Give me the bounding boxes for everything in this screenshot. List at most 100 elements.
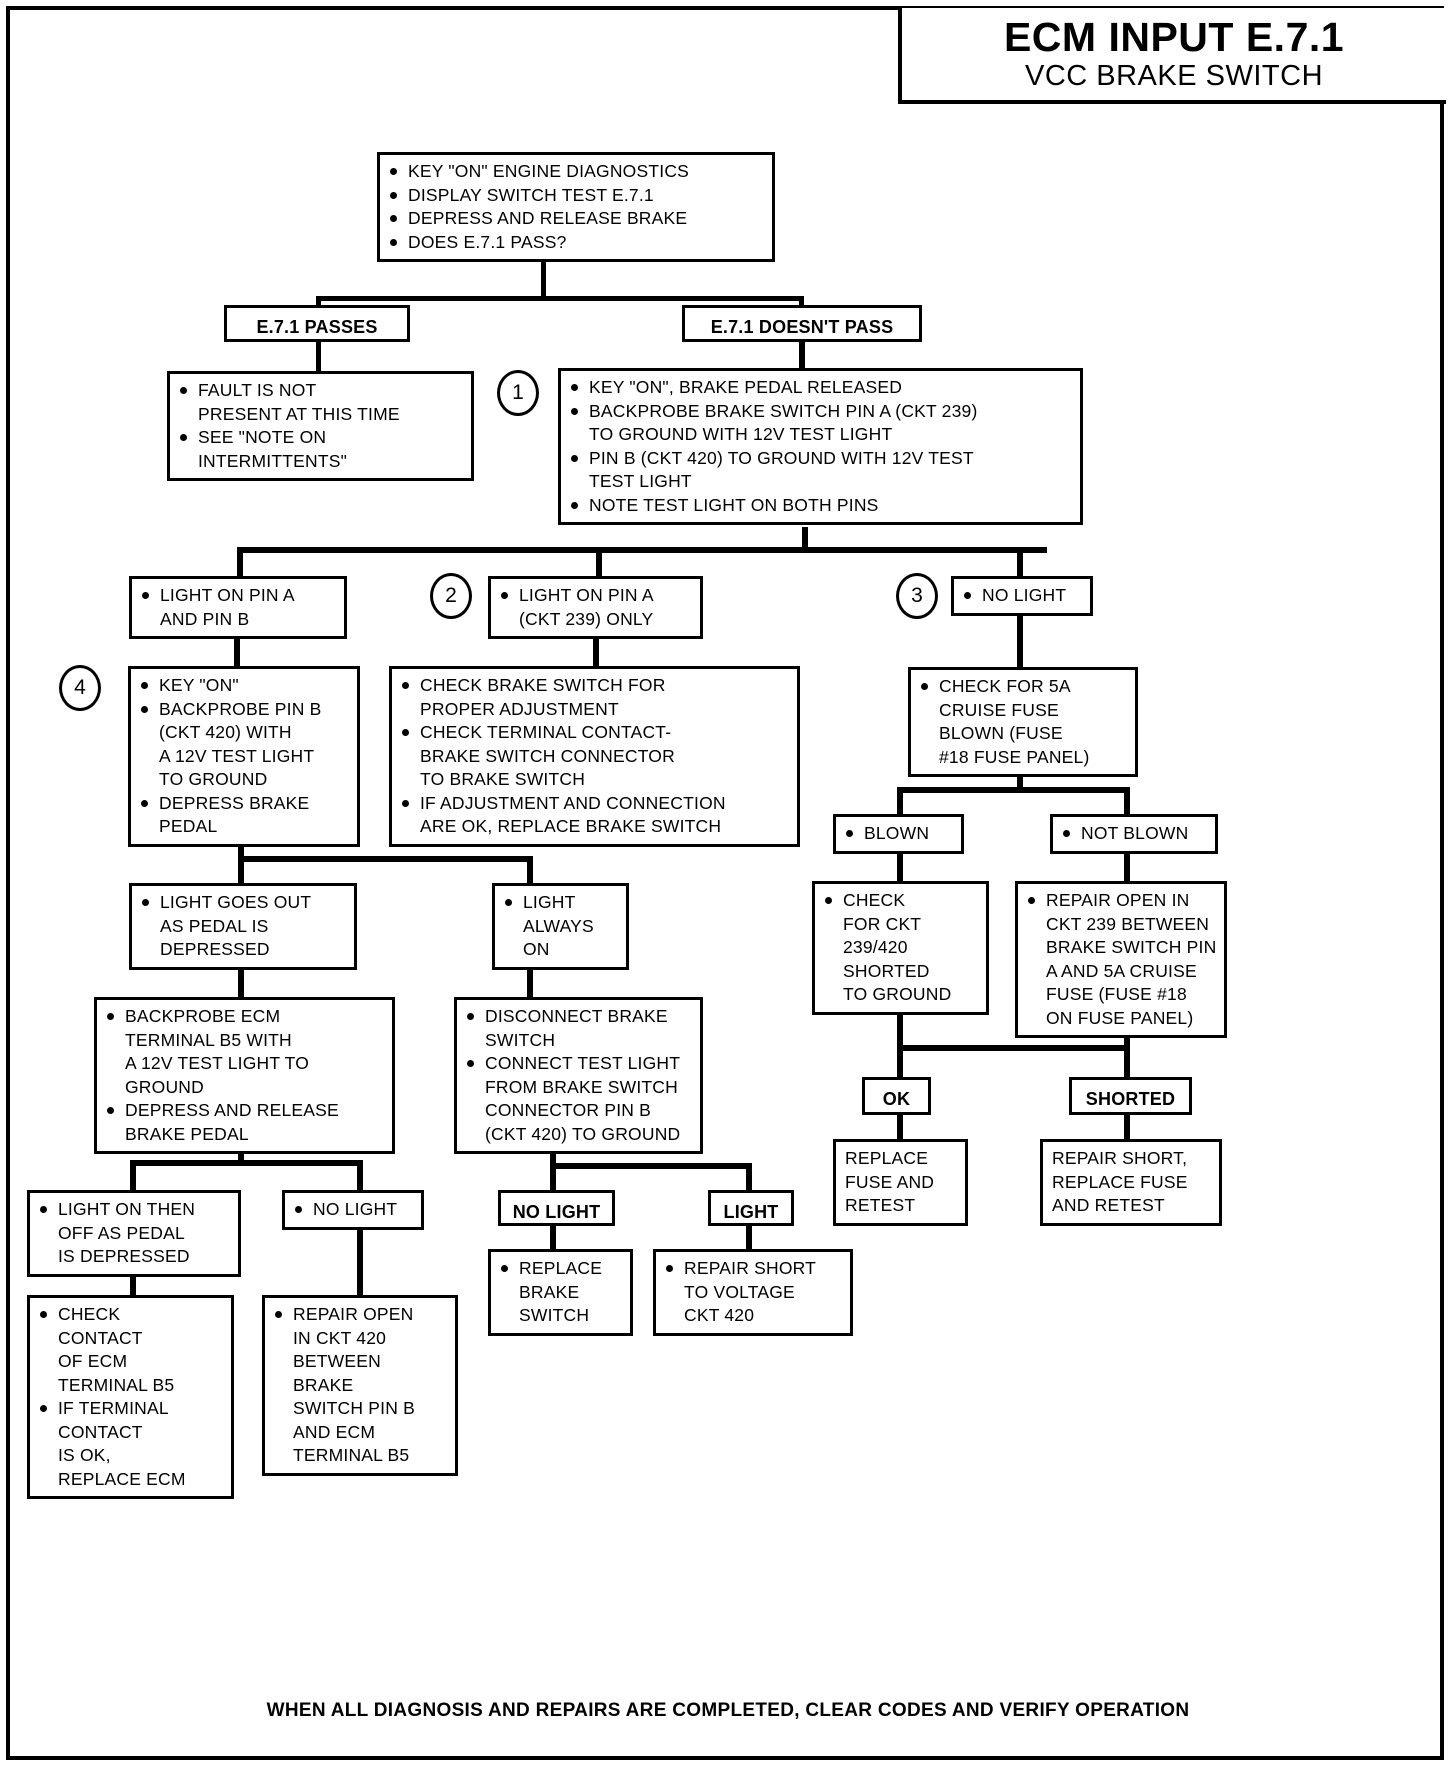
marker-1-label: 1: [512, 381, 524, 404]
node-repair-open-239: REPAIR OPEN IN CKT 239 BETWEEN BRAKE SWI…: [1015, 881, 1227, 1038]
connector-nolight-down: [1017, 612, 1023, 668]
node-backprobe-b5: BACKPROBE ECM TERMINAL B5 WITH A 12V TES…: [94, 997, 395, 1154]
marker-3: 3: [896, 573, 938, 619]
node-check-brake-switch-item-2: CHECK TERMINAL CONTACT- BRAKE SWITCH CON…: [401, 721, 790, 792]
marker-3-label: 3: [911, 584, 923, 607]
node-light-goes-out-item: LIGHT GOES OUT AS PEDAL IS DEPRESSED: [141, 891, 347, 962]
node-repair-short-retest: REPAIR SHORT, REPLACE FUSE AND RETEST: [1040, 1139, 1222, 1226]
node-repair-short-voltage: REPAIR SHORT TO VOLTAGE CKT 420: [653, 1249, 853, 1336]
node-replace-fuse-retest: REPLACE FUSE AND RETEST: [833, 1139, 968, 1226]
node-light-pin-a-and-b-item: LIGHT ON PIN A AND PIN B: [141, 584, 337, 631]
connector-blown-down: [897, 787, 903, 815]
node-light-pin-a-only: LIGHT ON PIN A (CKT 239) ONLY: [488, 576, 703, 639]
node-step4-item-3: DEPRESS BRAKE PEDAL: [140, 792, 350, 839]
node-step4-item-2: BACKPROBE PIN B (CKT 420) WITH A 12V TES…: [140, 698, 350, 792]
node-backprobe-b5-item-1: BACKPROBE ECM TERMINAL B5 WITH A 12V TES…: [106, 1005, 385, 1099]
node-light-on-then-off-item: LIGHT ON THEN OFF AS PEDAL IS DEPRESSED: [39, 1198, 231, 1269]
node-e71-passes-label: E.7.1 PASSES: [256, 317, 378, 337]
node-light-always-on: LIGHT ALWAYS ON: [492, 883, 629, 970]
connector-nolightb5-down: [357, 1160, 363, 1191]
node-light-always-on-item: LIGHT ALWAYS ON: [504, 891, 619, 962]
node-check-5a-fuse-item: CHECK FOR 5A CRUISE FUSE BLOWN (FUSE #18…: [920, 675, 1128, 769]
node-disconnect-switch-item-2: CONNECT TEST LIGHT FROM BRAKE SWITCH CON…: [466, 1052, 693, 1146]
node-step1-item-2: BACKPROBE BRAKE SWITCH PIN A (CKT 239) T…: [570, 400, 1073, 447]
node-check-brake-switch-item-3: IF ADJUSTMENT AND CONNECTION ARE OK, REP…: [401, 792, 790, 839]
node-no-light-420-label: NO LIGHT: [512, 1202, 601, 1222]
connector-start-down: [541, 262, 546, 300]
node-no-light-3-item: NO LIGHT: [963, 584, 1083, 608]
node-repair-short-retest-text: REPAIR SHORT, REPLACE FUSE AND RETEST: [1052, 1148, 1188, 1215]
connector-lighton-down: [130, 1160, 136, 1191]
node-e71-doesnt-pass-label: E.7.1 DOESN'T PASS: [710, 317, 894, 337]
connector-shortedbox-down2: [1124, 1113, 1130, 1140]
node-check-shorted-item: CHECK FOR CKT 239/420 SHORTED TO GROUND: [824, 889, 979, 1007]
page-border: [6, 6, 1444, 1760]
connector-lightab-down: [234, 631, 240, 666]
connector-split3-mid: [596, 547, 602, 578]
node-e71-passes: E.7.1 PASSES: [224, 305, 410, 342]
connector-lighton-down2: [130, 1262, 136, 1296]
node-step1-item-1: KEY "ON", BRAKE PEDAL RELEASED: [570, 376, 1073, 400]
node-fault-item-2: SEE "NOTE ON INTERMITTENTS": [179, 426, 464, 473]
node-fault-item-1: FAULT IS NOT PRESENT AT THIS TIME: [179, 379, 464, 426]
page-subtitle: VCC BRAKE SWITCH: [1024, 60, 1324, 92]
node-repair-open-420: REPAIR OPEN IN CKT 420 BETWEEN BRAKE SWI…: [262, 1295, 458, 1476]
node-start-item-4: DOES E.7.1 PASS?: [389, 231, 765, 255]
connector-nolight420-down2: [550, 1224, 556, 1250]
node-step1: KEY "ON", BRAKE PEDAL RELEASED BACKPROBE…: [558, 368, 1083, 525]
node-start-item-3: DEPRESS AND RELEASE BRAKE: [389, 207, 765, 231]
connector-ok-bar: [897, 1045, 1130, 1051]
node-check-shorted: CHECK FOR CKT 239/420 SHORTED TO GROUND: [812, 881, 989, 1015]
node-backprobe-b5-item-2: DEPRESS AND RELEASE BRAKE PEDAL: [106, 1099, 385, 1146]
connector-blown-down2: [897, 848, 903, 882]
node-check-5a-fuse: CHECK FOR 5A CRUISE FUSE BLOWN (FUSE #18…: [908, 667, 1138, 777]
node-no-light-b5: NO LIGHT: [282, 1190, 424, 1230]
connector-shorted-down: [897, 1015, 903, 1051]
node-light-pin-a-and-b: LIGHT ON PIN A AND PIN B: [129, 576, 347, 639]
connector-step4-down: [238, 842, 244, 860]
connector-fuse-down: [1017, 771, 1023, 793]
node-no-light-420: NO LIGHT: [498, 1190, 615, 1226]
node-start-item-2: DISPLAY SWITCH TEST E.7.1: [389, 184, 765, 208]
connector-notblown-down2: [1124, 848, 1130, 882]
connector-shortedbox-down: [1124, 1045, 1130, 1077]
node-repair-open-420-item: REPAIR OPEN IN CKT 420 BETWEEN BRAKE SWI…: [274, 1303, 448, 1468]
connector-lgo-down: [238, 963, 244, 998]
node-repair-open-239-item: REPAIR OPEN IN CKT 239 BETWEEN BRAKE SWI…: [1027, 889, 1217, 1030]
node-no-light-b5-item: NO LIGHT: [294, 1198, 414, 1222]
node-ok-label: OK: [882, 1089, 911, 1109]
connector-disc-bar: [550, 1163, 752, 1169]
connector-lightgoesout-down: [238, 856, 244, 884]
node-light-goes-out: LIGHT GOES OUT AS PEDAL IS DEPRESSED: [129, 883, 357, 970]
connector-split3-bar: [237, 547, 1047, 553]
node-repair-short-voltage-item: REPAIR SHORT TO VOLTAGE CKT 420: [665, 1257, 843, 1328]
node-check-contact-b5: CHECK CONTACT OF ECM TERMINAL B5 IF TERM…: [27, 1295, 234, 1499]
connector-fuse-bar: [897, 787, 1130, 793]
node-step4-item-1: KEY "ON": [140, 674, 350, 698]
node-light-on-then-off: LIGHT ON THEN OFF AS PEDAL IS DEPRESSED: [27, 1190, 241, 1277]
node-disconnect-switch: DISCONNECT BRAKE SWITCH CONNECT TEST LIG…: [454, 997, 703, 1154]
connector-b5-bar: [130, 1160, 363, 1166]
node-disconnect-switch-item-1: DISCONNECT BRAKE SWITCH: [466, 1005, 693, 1052]
node-check-brake-switch-item-1: CHECK BRAKE SWITCH FOR PROPER ADJUSTMENT: [401, 674, 790, 721]
node-check-contact-b5-item-1: CHECK CONTACT OF ECM TERMINAL B5: [39, 1303, 224, 1397]
node-ok: OK: [862, 1077, 931, 1115]
node-blown-item: BLOWN: [845, 822, 954, 846]
node-check-contact-b5-item-2: IF TERMINAL CONTACT IS OK, REPLACE ECM: [39, 1397, 224, 1491]
node-light-pin-a-only-item: LIGHT ON PIN A (CKT 239) ONLY: [500, 584, 693, 631]
connector-b5-down: [238, 1144, 244, 1164]
node-shorted: SHORTED: [1069, 1077, 1192, 1115]
connector-repairopen-down: [1124, 1030, 1130, 1051]
node-no-light-3: NO LIGHT: [951, 576, 1093, 616]
marker-2: 2: [430, 573, 472, 619]
node-shorted-label: SHORTED: [1085, 1089, 1176, 1109]
connector-ok-down2: [897, 1113, 903, 1140]
node-step1-item-4: NOTE TEST LIGHT ON BOTH PINS: [570, 494, 1073, 518]
connector-notblown-down: [1124, 787, 1130, 815]
node-step4: KEY "ON" BACKPROBE PIN B (CKT 420) WITH …: [128, 666, 360, 847]
connector-step4-bar: [238, 856, 533, 862]
connector-lao-down: [527, 963, 533, 998]
marker-1: 1: [497, 370, 539, 416]
node-light-420-label: LIGHT: [723, 1202, 779, 1222]
